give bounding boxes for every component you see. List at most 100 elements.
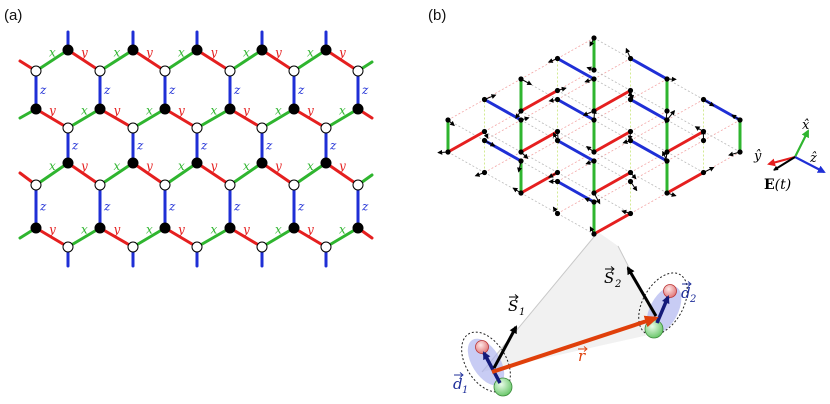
dashed-edge xyxy=(666,99,704,121)
x-bond xyxy=(324,226,360,249)
y-bond-label: y xyxy=(338,159,346,173)
x-bond-label: x xyxy=(49,46,56,60)
field-label: E(t) xyxy=(764,177,791,193)
y-bond-label: y xyxy=(145,159,153,173)
open-site xyxy=(62,241,74,253)
dashed-edge xyxy=(557,37,595,59)
dashed-edge xyxy=(520,78,558,100)
red-bond xyxy=(593,130,632,154)
y-bond xyxy=(163,107,199,130)
y-bond xyxy=(228,226,264,249)
x-bond-label: x xyxy=(81,223,88,237)
x-bond-label: x xyxy=(275,223,282,237)
x-bond-label: x xyxy=(307,46,314,60)
spin-site xyxy=(664,108,670,114)
dashed-edge xyxy=(447,151,485,173)
dashed-edge xyxy=(630,192,668,214)
spin-site xyxy=(627,210,634,217)
dashed-edge xyxy=(557,160,595,182)
blue-bond xyxy=(629,98,668,122)
filled-site xyxy=(62,44,74,56)
z-bond-label: z xyxy=(297,83,305,97)
y-bond xyxy=(292,226,328,249)
y-bond-label: y xyxy=(113,104,121,118)
spin-site xyxy=(627,169,634,176)
y-bond xyxy=(324,161,360,187)
filled-site xyxy=(320,44,332,56)
s1-label: S 1 xyxy=(508,294,525,318)
y-bond xyxy=(131,161,167,187)
filled-site xyxy=(288,222,300,234)
red-bond xyxy=(520,89,559,113)
filled-site xyxy=(159,222,171,234)
red-bond xyxy=(666,171,705,195)
spin-site xyxy=(591,231,597,237)
x-axis-arrow xyxy=(794,129,809,158)
spin-site xyxy=(627,55,634,62)
x-bond xyxy=(195,107,232,130)
y-bond xyxy=(98,226,135,249)
y-bond-label: y xyxy=(177,223,185,237)
filled-site xyxy=(127,44,139,56)
spin-site xyxy=(554,210,561,217)
d2-subscript: 2 xyxy=(689,294,696,305)
s1-arrow xyxy=(492,325,518,369)
dashed-edge xyxy=(484,110,522,132)
y-axis-arrow xyxy=(767,155,796,167)
dashed-edge xyxy=(630,110,668,132)
spin-site xyxy=(700,169,707,176)
open-site xyxy=(288,179,300,191)
spin-site xyxy=(591,199,597,205)
blue-bond xyxy=(629,57,668,81)
lattice-sites-3d xyxy=(445,35,743,237)
s1-symbol: S xyxy=(508,297,518,315)
x-bond xyxy=(98,161,135,187)
spin-site xyxy=(481,128,488,135)
spin-site xyxy=(518,158,524,164)
spin-site xyxy=(737,149,743,155)
y-bond-label: y xyxy=(338,46,346,60)
d2-label: d 2 xyxy=(681,281,696,305)
x-bond-label: x xyxy=(146,223,153,237)
y-hat-label: ŷ xyxy=(753,149,762,164)
dashed-edge xyxy=(593,110,631,132)
dashed-edge xyxy=(520,192,558,214)
x-bond xyxy=(292,161,328,187)
dashed-edge xyxy=(557,90,595,112)
dashed-edge xyxy=(593,69,631,91)
y-bond xyxy=(260,48,296,73)
dashed-edge xyxy=(520,99,558,121)
filled-site xyxy=(127,157,139,169)
y-bond xyxy=(34,107,70,130)
spin-site xyxy=(481,137,488,144)
left-green-ion xyxy=(493,377,513,397)
x-bond-label: x xyxy=(211,104,218,118)
z-bond-label: z xyxy=(361,200,369,214)
spin-site xyxy=(591,35,597,41)
spin-site xyxy=(591,76,597,82)
field-arrow xyxy=(773,156,796,171)
x-bond-label: x xyxy=(243,159,250,173)
dashed-edge xyxy=(630,160,668,182)
filled-site xyxy=(159,103,171,115)
x-bond-label: x xyxy=(307,159,314,173)
spin-site xyxy=(481,169,488,176)
y-bond xyxy=(34,226,70,249)
dashed-edge xyxy=(557,213,595,235)
open-site xyxy=(62,122,74,134)
z-bond-label: z xyxy=(103,200,111,214)
dashed-edge xyxy=(484,78,522,100)
spin-site xyxy=(591,108,597,114)
d1-symbol: d xyxy=(453,375,463,393)
blue-bond xyxy=(556,57,595,81)
x-bond xyxy=(260,226,296,249)
open-site xyxy=(127,241,139,253)
x-bond xyxy=(163,48,199,73)
dashed-edge xyxy=(520,58,558,80)
x-bond xyxy=(131,107,167,130)
open-site xyxy=(94,179,106,191)
x-bond-label: x xyxy=(339,104,346,118)
z-axis-arrow xyxy=(794,156,826,173)
red-bond xyxy=(593,171,632,195)
open-site xyxy=(127,122,139,134)
